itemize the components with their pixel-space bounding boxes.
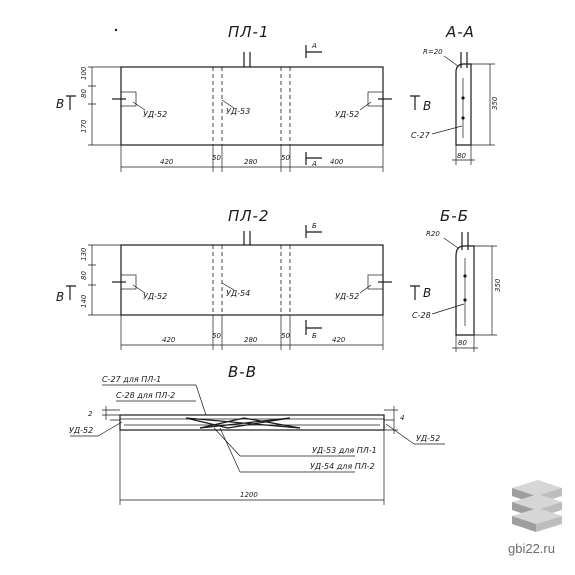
svg-text:130: 130: [80, 247, 88, 261]
loop-label-middle-pl1: УД-53: [226, 107, 250, 116]
watermark-text: gbi22.ru: [508, 541, 555, 556]
svg-text:50: 50: [212, 332, 221, 340]
cut-mark-b-top: Б: [312, 222, 317, 230]
slab-outline-pl2: [120, 244, 384, 316]
svg-text:400: 400: [330, 158, 344, 166]
section-aa: А-А R=20 С-27 350 80: [411, 23, 499, 165]
lifting-loop-pl2: [243, 231, 251, 245]
svg-text:140: 140: [80, 294, 88, 308]
svg-text:УД-54 для ПЛ-2: УД-54 для ПЛ-2: [310, 462, 375, 471]
svg-text:280: 280: [244, 158, 258, 166]
plan-pl2: ПЛ-2 УД-52 УД-54 УД-52 В В Б Б 130 80 14…: [56, 207, 431, 350]
svg-text:УД-53 для ПЛ-1: УД-53 для ПЛ-1: [312, 446, 377, 455]
loop-label-left-pl2: УД-52: [143, 292, 167, 301]
cut-mark-a-bottom: А: [311, 160, 317, 168]
stacked-slabs-icon: [512, 480, 562, 532]
svg-text:80: 80: [80, 89, 88, 98]
svg-text:80: 80: [458, 339, 467, 347]
svg-text:80: 80: [457, 152, 466, 160]
section-vv: В-В С-27 для ПЛ-1 С-28 для ПЛ-2 2 4 УД-5…: [69, 363, 445, 505]
svg-text:С-28 для ПЛ-2: С-28 для ПЛ-2: [116, 391, 175, 400]
svg-text:50: 50: [281, 154, 290, 162]
svg-text:50: 50: [212, 154, 221, 162]
svg-text:С-27: С-27: [411, 131, 431, 140]
svg-text:4: 4: [400, 414, 404, 422]
section-bb-outline: [455, 245, 475, 336]
svg-text:1200: 1200: [240, 491, 258, 499]
slab-outline-pl1: [120, 66, 384, 146]
rod-ud53: [185, 417, 291, 429]
svg-text:50: 50: [281, 332, 290, 340]
loop-label-right-pl2: УД-52: [335, 292, 359, 301]
section-bb: Б-Б R20 С-28 350 80: [412, 207, 502, 352]
title-pl2: ПЛ-2: [228, 207, 270, 225]
loop-label-left-pl1: УД-52: [143, 110, 167, 119]
svg-text:420: 420: [160, 158, 174, 166]
loop-label-middle-pl2: УД-54: [226, 289, 250, 298]
title-pl1: ПЛ-1: [228, 23, 270, 41]
title-bb: Б-Б: [440, 207, 469, 225]
svg-text:2: 2: [88, 410, 93, 418]
svg-text:УД-52: УД-52: [416, 434, 440, 443]
slab-side-vv: [119, 414, 385, 431]
svg-text:100: 100: [80, 66, 88, 80]
rod-ud54: [199, 417, 301, 429]
svg-text:УД-52: УД-52: [69, 426, 93, 435]
cut-mark-v-left-pl1: В: [56, 97, 64, 111]
svg-text:С-27 для ПЛ-1: С-27 для ПЛ-1: [102, 375, 161, 384]
svg-text:350: 350: [491, 96, 499, 110]
title-aa: А-А: [445, 23, 475, 41]
cut-mark-a-top: А: [311, 42, 317, 50]
title-vv: В-В: [228, 363, 257, 381]
svg-text:280: 280: [244, 336, 258, 344]
section-aa-outline: [455, 63, 472, 146]
cut-mark-v-right-pl1: В: [423, 99, 431, 113]
svg-text:R=20: R=20: [423, 48, 443, 56]
svg-text:420: 420: [332, 336, 346, 344]
svg-text:170: 170: [80, 119, 88, 133]
svg-text:420: 420: [162, 336, 176, 344]
svg-text:R20: R20: [426, 230, 440, 238]
cut-mark-v-right-pl2: В: [423, 286, 431, 300]
cut-mark-b-bottom: Б: [312, 332, 317, 340]
plan-pl1: ПЛ-1 УД-52 УД-53 УД-52 В В А А 100 80 17: [56, 23, 431, 172]
lifting-loop-pl1: [243, 52, 251, 67]
loop-label-right-pl1: УД-52: [335, 110, 359, 119]
svg-text:80: 80: [80, 271, 88, 280]
cut-mark-v-left-pl2: В: [56, 290, 64, 304]
svg-text:350: 350: [494, 278, 502, 292]
svg-text:С-28: С-28: [412, 311, 431, 320]
